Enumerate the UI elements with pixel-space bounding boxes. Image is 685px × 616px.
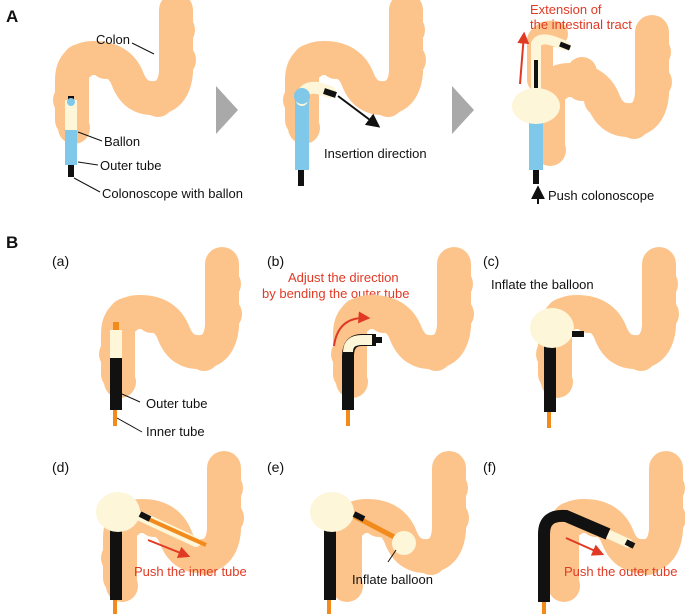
step-e-leader bbox=[387, 549, 397, 563]
push-colonoscope-label: Push colonoscope bbox=[548, 188, 654, 203]
step-b-bend-arrow bbox=[333, 311, 371, 347]
inner-tube-label: Inner tube bbox=[146, 424, 205, 439]
step-chevron-2 bbox=[452, 86, 474, 134]
panel-a-letter: A bbox=[6, 7, 18, 26]
step-chevron-1 bbox=[216, 86, 238, 134]
colonoscope-label: Colonoscope with ballon bbox=[102, 186, 243, 201]
extension-label-line1: Extension of bbox=[530, 2, 602, 17]
step-f-label: Push the outer tube bbox=[564, 564, 677, 579]
step-a-tag: (a) bbox=[52, 253, 69, 269]
outer-tube-leader-line bbox=[77, 161, 99, 166]
ballon-label: Ballon bbox=[104, 134, 140, 149]
step-a-device bbox=[110, 322, 122, 426]
step-f-device bbox=[538, 509, 636, 614]
step-a-inner-leader bbox=[116, 417, 143, 433]
stage2-device bbox=[294, 81, 337, 186]
step-a-outer-leader bbox=[121, 393, 141, 403]
step-c-label: Inflate the balloon bbox=[491, 277, 594, 292]
insertion-arrow bbox=[337, 95, 381, 128]
step-b-device bbox=[342, 334, 382, 426]
outer-tube-label-a: Outer tube bbox=[100, 158, 161, 173]
step-f-tag: (f) bbox=[483, 459, 496, 475]
step-d-label: Push the inner tube bbox=[134, 564, 247, 579]
step-c-device bbox=[530, 308, 584, 428]
colonoscope-leader-line bbox=[73, 177, 101, 193]
step-b-tag: (b) bbox=[267, 253, 284, 269]
stage1-device bbox=[65, 96, 77, 177]
step-d-push-arrow bbox=[147, 539, 191, 559]
extension-arrow bbox=[517, 31, 530, 85]
colon-leader-line bbox=[131, 42, 155, 55]
step-e-tag: (e) bbox=[267, 459, 284, 475]
step-f-push-arrow bbox=[565, 537, 605, 556]
insertion-label: Insertion direction bbox=[324, 146, 427, 161]
step-d-tag: (d) bbox=[52, 459, 69, 475]
step-b-label-line1: Adjust the direction bbox=[288, 270, 399, 285]
step-c-tag: (c) bbox=[483, 253, 499, 269]
step-e-label: Inflate balloon bbox=[352, 572, 433, 587]
colon-label: Colon bbox=[96, 32, 130, 47]
step-e-device bbox=[310, 492, 416, 614]
outer-tube-label-b: Outer tube bbox=[146, 396, 207, 411]
extension-label-line2: the intestinal tract bbox=[530, 17, 632, 32]
panel-b-letter: B bbox=[6, 233, 18, 252]
step-d-device bbox=[96, 492, 207, 614]
ballon-leader-line bbox=[77, 131, 103, 142]
stage3-device bbox=[512, 34, 571, 184]
